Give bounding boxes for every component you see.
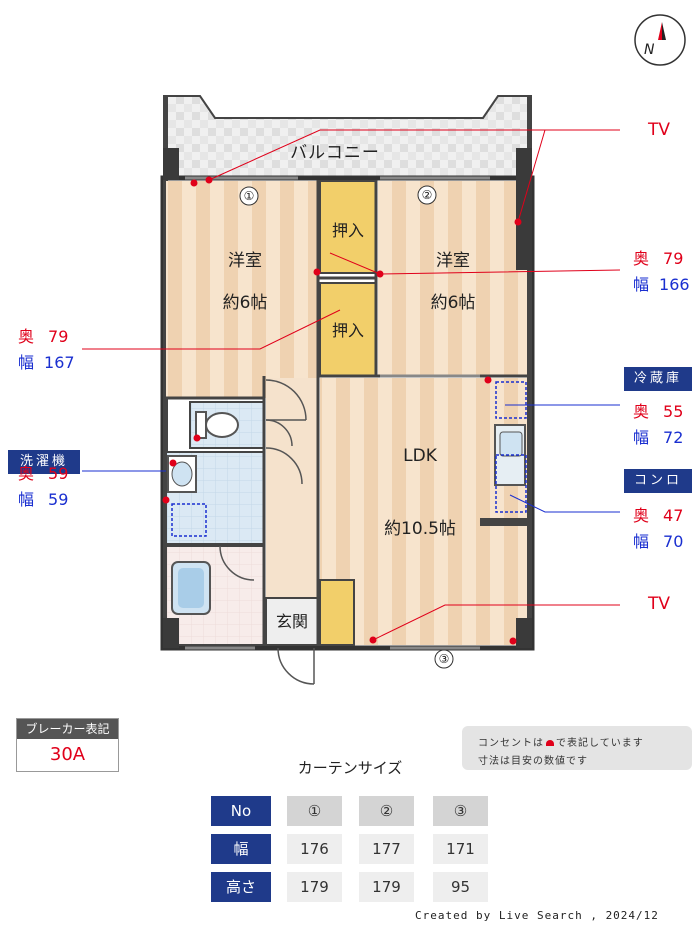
hallway [266, 378, 318, 598]
window-marker-3: ③ [438, 652, 450, 666]
window-number-circles [239, 185, 454, 669]
western-room-right [378, 181, 527, 376]
compass-icon [634, 14, 686, 66]
entrance-label: 玄関 [275, 612, 308, 631]
entrance [265, 597, 319, 646]
col2-height: 179 [359, 872, 414, 902]
fridge-slot [495, 381, 527, 419]
balcony-label: バルコニー [290, 143, 380, 163]
col2-no: ② [359, 796, 414, 826]
interior-walls [166, 180, 527, 645]
col1-width: 176 [287, 834, 342, 864]
shoe-closet [319, 579, 355, 646]
credit-line: Created by Live Search , 2024/12 [415, 909, 659, 922]
col1-no: ① [287, 796, 342, 826]
row-label-width: 幅 [211, 834, 271, 864]
note-line-1: コンセントはで表記しています [478, 738, 644, 749]
washer-header: 洗濯機 [8, 450, 80, 474]
room-left-name: 洋室 [228, 251, 262, 271]
window-marker-2: ② [421, 188, 433, 202]
col2-width: 177 [359, 834, 414, 864]
room-right-name: 洋室 [436, 251, 470, 271]
closet-upper-label: 押入 [331, 221, 364, 240]
compass-letter: N [644, 42, 655, 58]
window-marker-1: ① [243, 189, 255, 203]
ldk-name: LDK [403, 446, 437, 466]
col3-width: 171 [433, 834, 488, 864]
fridge-header: 冷蔵庫 [624, 367, 692, 391]
room-right-size: 約6帖 [430, 293, 476, 313]
row-label-height: 高さ [211, 872, 271, 902]
ldk-size: 約10.5帖 [384, 519, 456, 539]
col3-no: ③ [433, 796, 488, 826]
col1-height: 179 [287, 872, 342, 902]
breaker-label: ブレーカー表記 [17, 719, 118, 739]
closet-lower [319, 282, 377, 377]
western-room-left [166, 181, 318, 398]
room-left-size: 約6帖 [222, 293, 268, 313]
row-label-no: No [211, 796, 271, 826]
windows [185, 176, 490, 650]
outlet-icon [546, 740, 554, 746]
floor-plan [82, 95, 621, 685]
leader-lines [82, 129, 621, 641]
legend-note: コンセントはで表記しています 寸法は目安の数値です [462, 726, 692, 770]
kitchen-counter-wall [480, 518, 528, 526]
door-swings [219, 379, 315, 685]
tv-label-top: TV [648, 120, 671, 140]
stove-slot [495, 454, 527, 513]
breaker-box: ブレーカー表記 30A [16, 718, 119, 772]
curtain-title: カーテンサイズ [297, 759, 403, 777]
outlet-markers [162, 176, 522, 645]
closet-lower-label: 押入 [331, 321, 364, 340]
tv-label-bottom: TV [648, 594, 671, 614]
washer-slot [171, 503, 207, 537]
closet-upper [319, 180, 377, 274]
toilet-fixture [205, 412, 239, 438]
col3-height: 95 [433, 872, 488, 902]
breaker-value: 30A [49, 744, 86, 765]
stove-header: コンロ [624, 469, 692, 493]
note-line-2: 寸法は目安の数値です [478, 756, 588, 767]
